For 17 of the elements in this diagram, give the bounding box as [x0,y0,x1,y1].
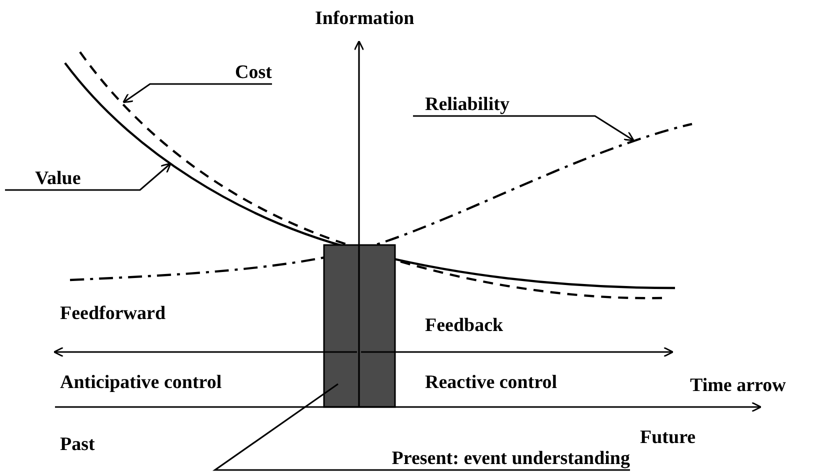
present-label: Present: event understanding [215,448,630,470]
axis-title: Information [315,8,414,30]
feedback-label: Feedback [425,315,504,337]
past-label: Past [60,434,95,456]
time-arrow-label: Time arrow [690,375,786,397]
future-label: Future [640,427,696,449]
feedforward-label: Feedforward [60,303,166,325]
leader-line [413,115,634,142]
value-label: Value [5,168,140,190]
leader-line [5,162,172,191]
cost-label: Cost [150,62,272,84]
present-bar [323,244,396,408]
anticipative-control-label: Anticipative control [60,372,222,394]
reactive-control-label: Reactive control [425,372,558,394]
reliability-label: Reliability [413,94,595,116]
leader-line [212,383,630,471]
leader-line [122,83,272,104]
